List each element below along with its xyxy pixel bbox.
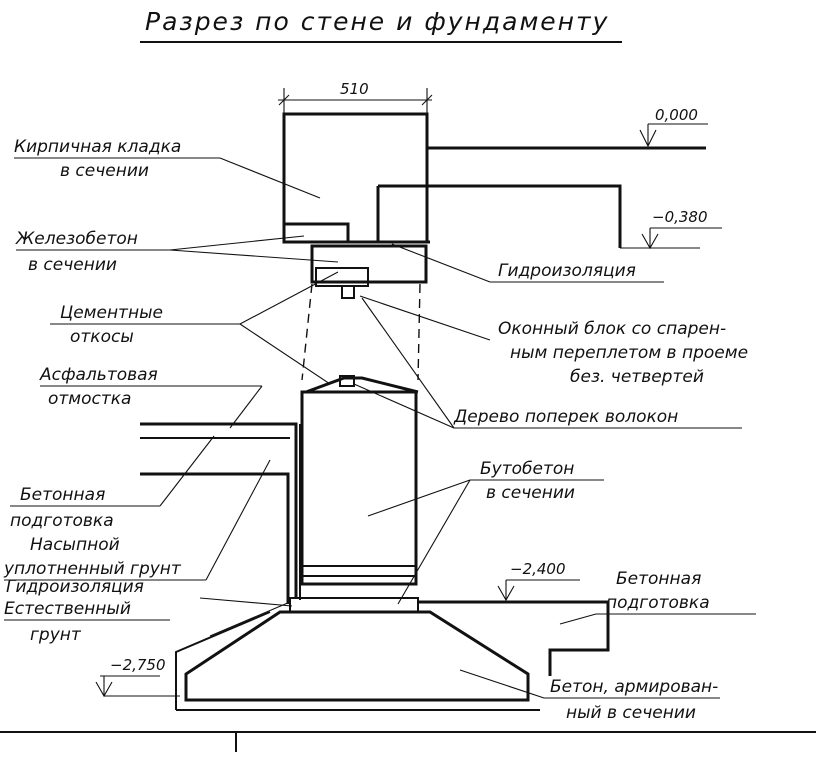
waterproof-layer-bottom	[289, 597, 419, 613]
opening-dash-left	[301, 283, 313, 381]
leader-reinforced	[459, 669, 545, 699]
label-wood: Дерево поперек волокон	[453, 407, 678, 427]
label-asphalt-2: отмостка	[48, 389, 131, 409]
leader-natural	[209, 601, 291, 637]
label-prep-left-2: подготовка	[10, 511, 114, 531]
label-window-2: ным переплетом в проеме	[510, 343, 748, 363]
wood-block-top	[341, 285, 355, 299]
opening-dash-right	[417, 283, 421, 381]
leader-rubble-2	[397, 479, 471, 605]
label-reinforced-2: ный в сечении	[566, 703, 696, 723]
leader-fill	[205, 459, 271, 581]
drawing-title: Разрез по стене и фундаменту	[145, 7, 609, 36]
label-fill-1: Насыпной	[30, 535, 120, 555]
leader-rc-1	[169, 235, 305, 251]
rubble-concrete-wall	[300, 390, 418, 586]
leader-window	[359, 295, 491, 341]
label-natural-2: грунт	[30, 625, 82, 645]
label-reinforced-1: Бетон, армирован-	[550, 677, 718, 697]
leader-prep-right	[559, 613, 597, 625]
label-fill-2: уплотненный грунт	[3, 559, 182, 579]
leader-wood-2	[353, 383, 455, 429]
level-2400-mark	[497, 585, 515, 602]
label-rubble-1: Бутобетон	[480, 459, 574, 479]
label-brick-1: Кирпичная кладка	[14, 137, 181, 157]
label-prep-right-1: Бетонная	[616, 569, 701, 589]
label-window-3: без. четвертей	[570, 367, 704, 387]
floor-slab-edge	[378, 184, 622, 248]
level-0380-text: −0,380	[652, 208, 708, 226]
foundation-excavation-left	[175, 611, 271, 710]
leader-cement-1	[239, 271, 339, 325]
label-cement-1: Цементные	[60, 303, 163, 323]
label-rc-1: Железобетон	[15, 229, 138, 249]
level-zero-text: 0,000	[655, 106, 698, 124]
concrete-prep-right	[418, 600, 610, 676]
leader-rc-2	[169, 249, 339, 263]
level-2400-text: −2,400	[510, 560, 566, 578]
leader-waterproof-bottom	[199, 597, 293, 607]
leader-rubble-1	[367, 479, 471, 517]
label-prep-right-2: подготовка	[606, 593, 710, 613]
label-cement-2: откосы	[70, 327, 134, 347]
label-natural-1: Естественный	[4, 599, 131, 619]
rc-lintel-left	[282, 222, 350, 244]
label-rubble-2: в сечении	[486, 483, 575, 503]
reinforced-foundation	[184, 610, 530, 702]
dim-tick-right	[421, 94, 433, 106]
label-brick-2: в сечении	[60, 161, 149, 181]
dim-wall-width: 510	[340, 80, 369, 98]
label-asphalt-1: Асфальтовая	[39, 365, 158, 385]
concrete-prep-left	[140, 472, 290, 604]
asphalt-blind-area	[140, 422, 298, 598]
label-window-1: Оконный блок со спарен-	[498, 319, 726, 339]
label-prep-left-1: Бетонная	[20, 485, 105, 505]
label-rc-2: в сечении	[28, 255, 117, 275]
dim-tick-left	[278, 94, 290, 106]
leader-waterproof-top	[391, 243, 491, 283]
leader-prep-left	[159, 435, 215, 507]
leader-cement-2	[239, 323, 331, 385]
label-waterproof-bottom: Гидроизоляция	[6, 577, 144, 597]
leader-wood-1	[361, 297, 455, 429]
level-2750-text: −2,750	[110, 656, 166, 674]
cement-sill	[305, 376, 419, 394]
wood-block-sill	[339, 375, 355, 387]
label-waterproof-top: Гидроизоляция	[498, 261, 636, 281]
leader-asphalt	[229, 385, 263, 429]
leader-brick	[219, 157, 321, 199]
